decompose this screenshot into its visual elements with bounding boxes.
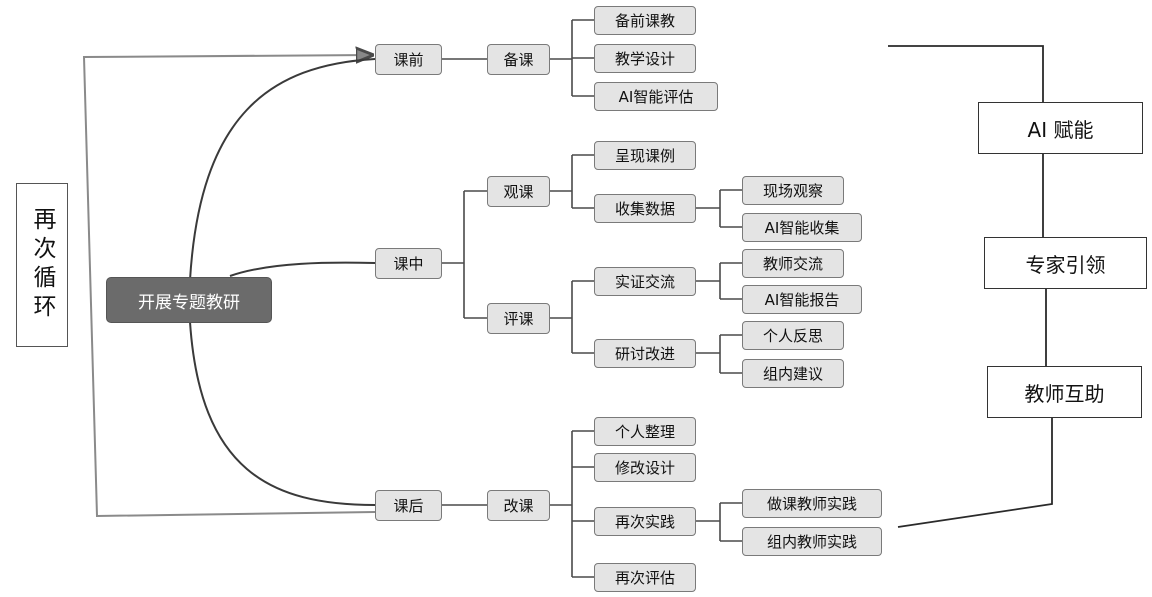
item-group-teacher-practice: 组内教师实践	[742, 527, 882, 556]
side-connectors	[888, 45, 1053, 528]
cycle-label: 再次循环	[29, 207, 55, 323]
stage-after: 课后	[375, 490, 442, 521]
item-group-suggestion: 组内建议	[742, 359, 844, 388]
cycle-arrow	[82, 55, 376, 518]
root-node: 开展专题教研	[106, 277, 272, 323]
item-ai-collect: AI智能收集	[742, 213, 862, 242]
item-present-case: 呈现课例	[594, 141, 696, 170]
item-personal-organize: 个人整理	[594, 417, 696, 446]
item-discuss-improve: 研讨改进	[594, 339, 696, 368]
activity-prepare: 备课	[487, 44, 550, 75]
item-personal-reflection: 个人反思	[742, 321, 844, 350]
stage-during: 课中	[375, 248, 442, 279]
item-teaching-design: 教学设计	[594, 44, 696, 73]
side-expert-lead: 专家引领	[984, 237, 1147, 289]
cycle-label-box: 再次循环	[16, 183, 68, 347]
activity-observe: 观课	[487, 176, 550, 207]
item-collect-data: 收集数据	[594, 194, 696, 223]
item-practice-again: 再次实践	[594, 507, 696, 536]
before-branch	[442, 19, 594, 97]
item-ai-eval: AI智能评估	[594, 82, 718, 111]
item-teacher-exchange: 教师交流	[742, 249, 844, 278]
root-to-stage-lines	[189, 58, 376, 506]
after-branch	[442, 430, 742, 578]
item-modify-design: 修改设计	[594, 453, 696, 482]
during-branch	[442, 154, 742, 374]
activity-review: 评课	[487, 303, 550, 334]
item-onsite-observation: 现场观察	[742, 176, 844, 205]
item-evidence-exchange: 实证交流	[594, 267, 696, 296]
item-prep-teaching: 备前课教	[594, 6, 696, 35]
item-ai-report: AI智能报告	[742, 285, 862, 314]
activity-revise: 改课	[487, 490, 550, 521]
side-teacher-mutual: 教师互助	[987, 366, 1142, 418]
side-ai-empower: AI 赋能	[978, 102, 1143, 154]
stage-before: 课前	[375, 44, 442, 75]
item-lesson-teacher-practice: 做课教师实践	[742, 489, 882, 518]
item-evaluate-again: 再次评估	[594, 563, 696, 592]
